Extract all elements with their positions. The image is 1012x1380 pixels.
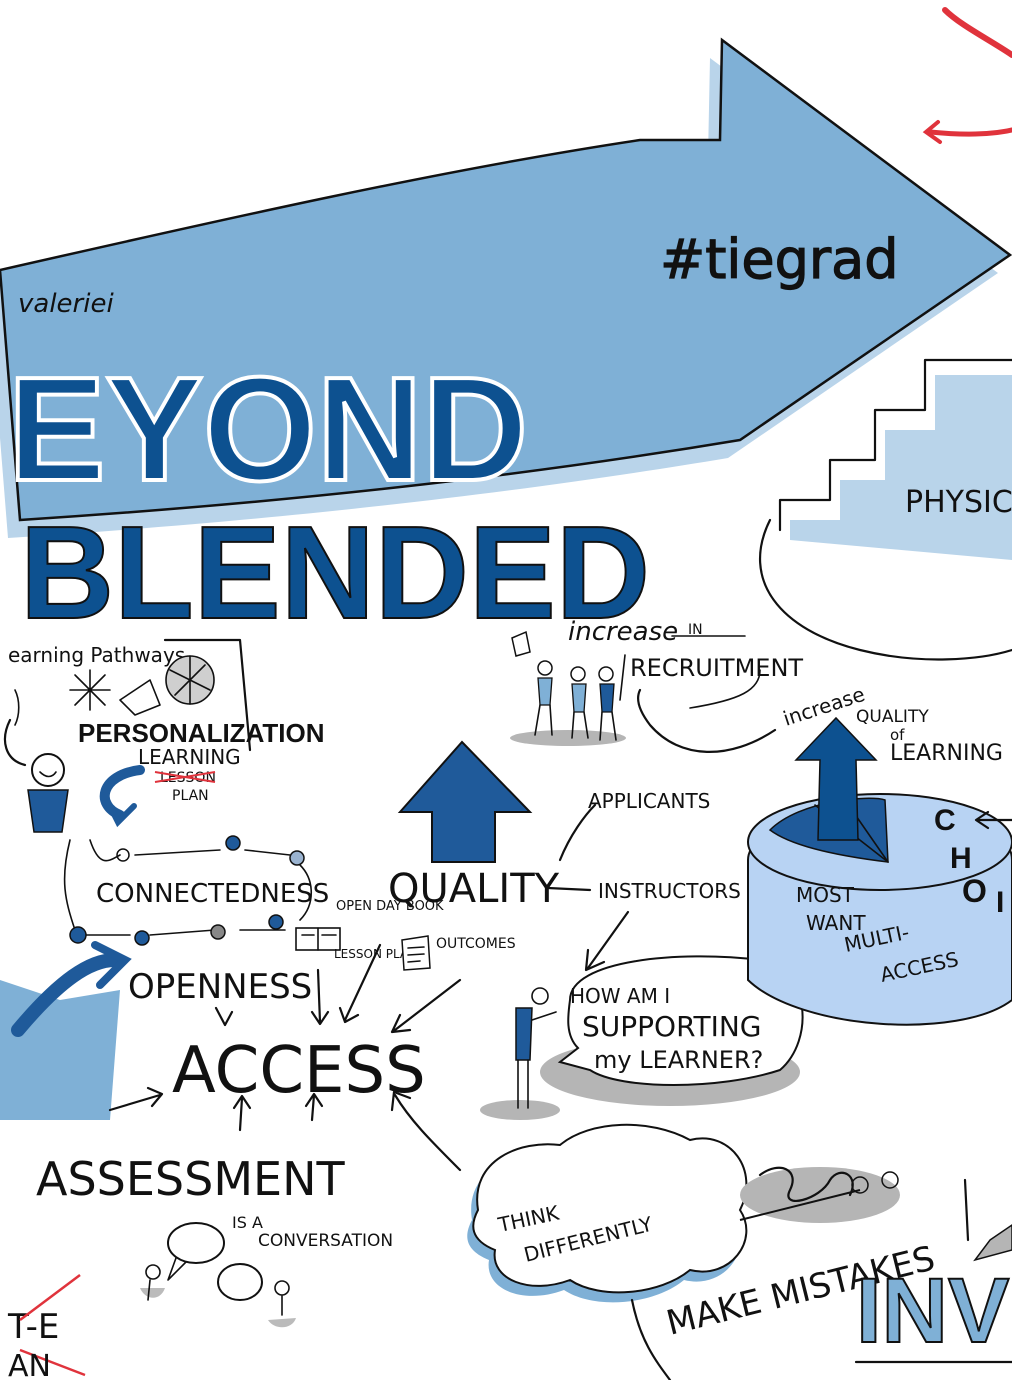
think-differently-cloud xyxy=(467,1123,748,1303)
choice-letter-i: I xyxy=(996,886,1004,919)
increase-2-label: increase xyxy=(780,682,868,731)
teacher-speech-bubble xyxy=(540,955,804,1106)
recruitment-label: RECRUITMENT xyxy=(630,654,803,682)
choice-letter-c: C xyxy=(934,804,956,837)
instructors-label: INSTRUCTORS xyxy=(598,879,741,903)
inv-label: INV xyxy=(856,1260,1009,1362)
author-credit: valeriei xyxy=(18,289,114,319)
recruitment-people-icons xyxy=(510,630,626,746)
openness-label: OPENNESS xyxy=(128,967,312,1007)
assessment-label: ASSESSMENT xyxy=(36,1152,345,1206)
plan-label: PLAN xyxy=(172,788,209,804)
is-a-label: IS A xyxy=(232,1213,263,1232)
choice-letter-h: H xyxy=(950,842,972,875)
physical-bracket xyxy=(759,518,1012,661)
learning-pathways-label: earning Pathways xyxy=(8,643,185,667)
big-arrow xyxy=(0,37,1012,538)
quality-learning-up-arrow xyxy=(794,716,878,841)
quality-2-label: QUALITY xyxy=(856,707,929,727)
supporting-label: SUPPORTING xyxy=(582,1010,762,1043)
hashtag: #tiegrad xyxy=(660,228,899,291)
pathways-doodle xyxy=(14,638,252,752)
open-day-book-label: OPEN DAY BOOK xyxy=(336,899,444,914)
cut-text-te: T-E xyxy=(7,1307,59,1347)
instructors-arrow xyxy=(584,910,630,972)
multi-access-cylinder xyxy=(747,793,1012,1026)
increase-label: increase xyxy=(568,617,678,647)
mistakes-bracket xyxy=(630,1178,970,1380)
learning-2-label: LEARNING xyxy=(890,741,1003,766)
outcomes-doc-icon xyxy=(401,935,431,971)
teacher-person-icon xyxy=(480,987,560,1120)
title-line-2: BLENDED xyxy=(20,499,650,646)
choice-letter-o: O xyxy=(962,873,987,909)
physical-label: PHYSICA xyxy=(905,485,1012,520)
outcomes-label: OUTCOMES xyxy=(436,936,516,952)
most-label: MOST xyxy=(796,883,855,907)
recruitment-bracket xyxy=(619,654,761,709)
how-am-i-label: HOW AM I xyxy=(570,984,670,1008)
stairs-drawing xyxy=(778,358,1012,560)
red-strike xyxy=(19,1274,86,1377)
learning-label: LEARNING xyxy=(138,745,241,769)
access-label: ACCESS xyxy=(172,1034,426,1108)
of-label: of xyxy=(890,726,905,744)
lesson-plan-label: LESSON PLAN xyxy=(334,947,417,961)
lesson-cross-mark xyxy=(154,771,216,783)
title-line-1: EYOND xyxy=(8,347,528,512)
open-box-icon xyxy=(0,941,132,1120)
smiling-person-icon xyxy=(3,718,69,833)
applicants-line xyxy=(558,803,597,862)
conversation-people-icons xyxy=(140,1222,296,1328)
red-arrows xyxy=(922,7,1012,144)
quality-to-recruitment-arrow xyxy=(636,688,777,753)
access-arrows xyxy=(108,943,462,1172)
choice-arrow xyxy=(974,810,1012,830)
pencil-icon xyxy=(973,1224,1012,1262)
connectedness-label: CONNECTEDNESS xyxy=(96,879,329,909)
connectedness-people-icons xyxy=(63,835,312,946)
want-label: WANT xyxy=(806,911,866,935)
instructors-line xyxy=(546,886,592,892)
my-learner-label: my LEARNER? xyxy=(594,1046,763,1074)
in-label: IN xyxy=(688,622,703,638)
conversation-label: CONVERSATION xyxy=(258,1231,393,1251)
quality-up-arrow xyxy=(397,740,533,863)
crossed-scribble-icon xyxy=(739,1166,900,1223)
book-icon xyxy=(295,927,341,951)
applicants-label: APPLICANTS xyxy=(588,789,710,813)
personalization-label: PERSONALIZATION xyxy=(78,718,325,748)
quality-label: QUALITY xyxy=(388,866,560,912)
cut-text-an: AN xyxy=(8,1349,51,1380)
